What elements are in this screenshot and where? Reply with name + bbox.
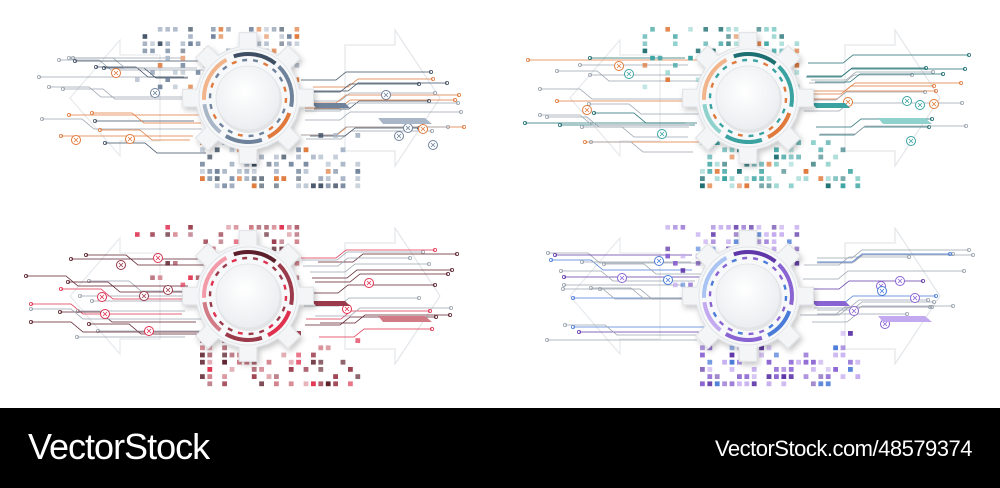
tech-gear-panel-purple <box>545 225 975 387</box>
tech-gear-panel-teal <box>522 27 971 189</box>
artwork-canvas <box>23 27 975 387</box>
stock-id-text: VectorStock.com/48579374 <box>714 436 973 461</box>
brand-logo: VectorStock <box>28 426 210 467</box>
tech-gear-panel-blue-gray <box>37 27 466 189</box>
watermark-footer: VectorStock VectorStock.com/48579374 <box>0 408 1000 488</box>
tech-gear-panel-maroon <box>23 225 459 387</box>
